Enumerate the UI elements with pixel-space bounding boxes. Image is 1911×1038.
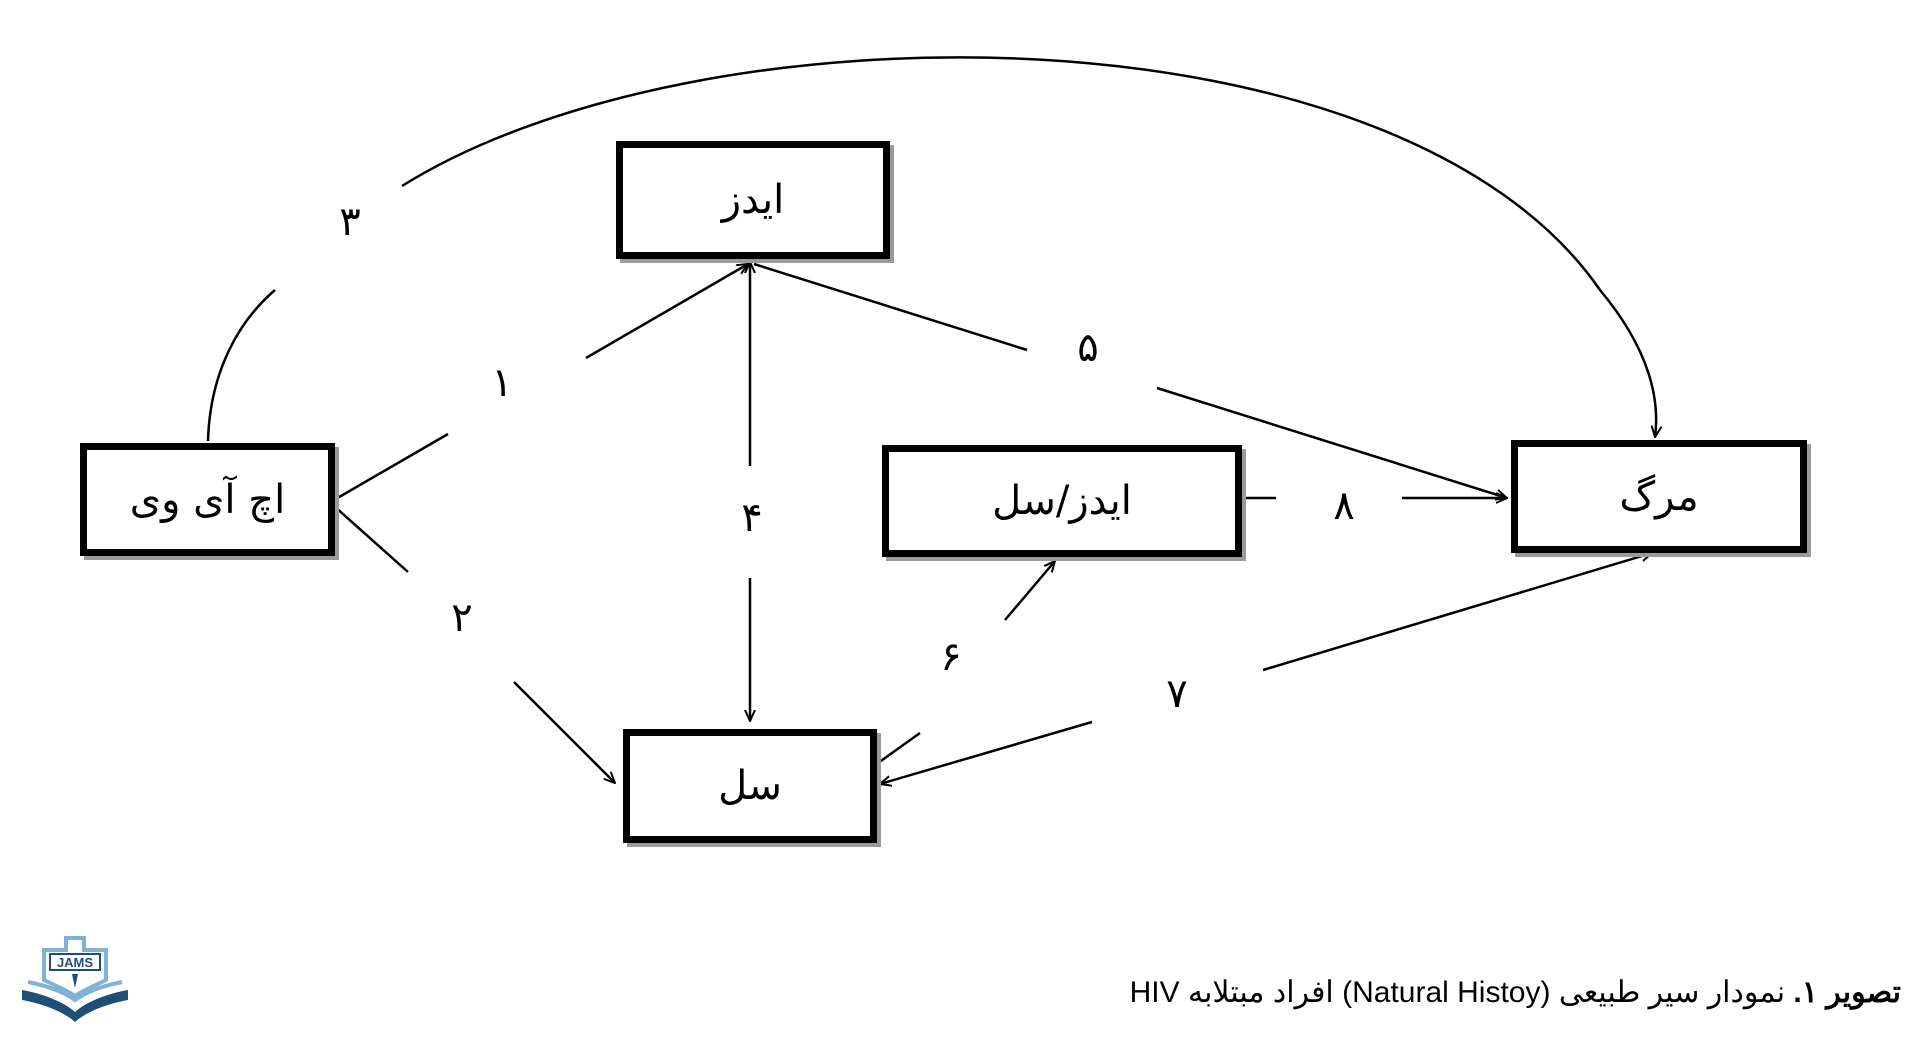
node-aids-tb: ایدز/سل [882, 445, 1242, 557]
node-death-label: مرگ [1619, 473, 1699, 520]
edge-2-lower [513, 681, 615, 783]
edge-label-6: ۶ [940, 634, 962, 680]
edge-6-lower [877, 731, 921, 765]
node-aids-tb-label: ایدز/سل [992, 478, 1132, 524]
edge-label-3: ۳ [339, 199, 361, 245]
edge-label-5: ۵ [1077, 325, 1099, 371]
edge-label-4: ۴ [741, 495, 763, 541]
edge-label-2: ۲ [451, 595, 473, 641]
node-hiv-label: اچ آی وی [129, 476, 286, 523]
edge-2-upper [333, 505, 409, 573]
caption-text: نمودار سیر طبیعی (Natural Histoy) افراد … [1129, 976, 1786, 1009]
edge-1-lower [333, 432, 449, 502]
node-hiv: اچ آی وی [80, 443, 335, 556]
edge-label-1: ۱ [491, 360, 513, 406]
node-aids: ایدز [616, 141, 890, 259]
edge-5-lower [1156, 386, 1507, 498]
edge-label-8: ۸ [1333, 483, 1355, 529]
logo-text: JAMS [57, 955, 93, 970]
figure-caption: تصویر ۱. نمودار سیر طبیعی (Natural Histo… [1130, 975, 1901, 1010]
edge-5-upper [753, 262, 1028, 352]
edge-7-right [1262, 553, 1652, 672]
node-aids-label: ایدز [721, 177, 785, 223]
node-tb-label: سل [718, 763, 782, 809]
edge-3-lower [206, 289, 276, 442]
edge-3-upper [401, 56, 1656, 437]
edge-label-7: ۷ [1166, 671, 1188, 717]
node-tb: سل [623, 729, 877, 843]
jams-logo: JAMS [22, 936, 128, 1022]
edge-6-upper [1004, 561, 1055, 621]
caption-label: تصویر ۱. [1793, 976, 1901, 1009]
node-death: مرگ [1511, 440, 1807, 553]
edge-7-left [880, 720, 1093, 784]
edge-1-upper [585, 264, 748, 360]
